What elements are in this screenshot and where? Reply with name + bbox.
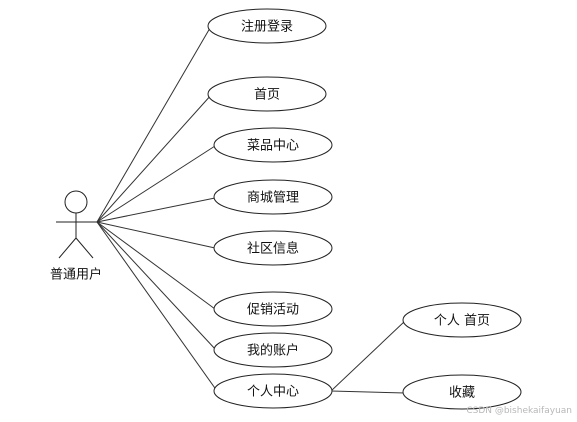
actor-associations: [96, 27, 218, 392]
assoc-promotions: [96, 221, 216, 310]
assoc-my-account: [96, 221, 217, 351]
use-case-ellipse: [213, 373, 333, 409]
use-case-label: 首页: [254, 88, 280, 103]
use-case-personal-home[interactable]: 个人 首页: [402, 302, 522, 338]
assoc-favorites: [330, 390, 406, 394]
use-case-label: 收藏: [449, 386, 475, 401]
use-case-label: 促销活动: [247, 303, 299, 318]
assoc-home: [96, 93, 213, 223]
use-case-label: 社区信息: [247, 241, 299, 257]
use-case-label: 个人中心: [247, 385, 299, 400]
assoc-community-info: [96, 221, 216, 249]
use-case-label: 我的账户: [247, 343, 299, 359]
use-case-ellipse: [207, 8, 327, 44]
use-case-favorites[interactable]: 收藏: [402, 374, 522, 410]
use-case-ellipse: [213, 230, 333, 266]
use-case-dish-center[interactable]: 菜品中心: [213, 127, 333, 163]
assoc-mall-management: [96, 197, 216, 223]
use-case-ellipse: [207, 76, 327, 112]
use-case-ellipse: [213, 179, 333, 215]
use-case-ellipse: [213, 127, 333, 163]
actor-figure[interactable]: [56, 190, 97, 259]
use-case-label: 个人 首页: [434, 314, 490, 329]
use-case-label: 菜品中心: [247, 139, 299, 154]
actor-left-leg: [58, 237, 77, 259]
use-case-community-info[interactable]: 社区信息: [213, 230, 333, 266]
assoc-personal-center: [96, 221, 218, 392]
assoc-dish-center: [96, 145, 216, 223]
use-case-mall-management[interactable]: 商城管理: [213, 179, 333, 215]
assoc-personal-home: [330, 320, 406, 392]
actor-label: 普通用户: [50, 267, 102, 283]
use-case-register-login[interactable]: 注册登录: [207, 8, 327, 44]
use-case-personal-center[interactable]: 个人中心: [213, 373, 333, 409]
use-case-home[interactable]: 首页: [207, 76, 327, 112]
use-case-label: 注册登录: [241, 20, 293, 35]
actor-right-leg: [75, 237, 94, 259]
extension-associations: [330, 320, 406, 394]
use-case-ellipse: [402, 374, 522, 410]
use-case-ellipse: [213, 332, 333, 368]
actor-head: [64, 190, 88, 214]
use-case-ellipse: [213, 291, 333, 327]
use-case-ellipse: [402, 302, 522, 338]
assoc-register-login: [96, 27, 211, 223]
use-case-promotions[interactable]: 促销活动: [213, 291, 333, 327]
watermark: CSDN @bishekaifayuan: [466, 406, 572, 416]
use-case-label: 商城管理: [247, 191, 299, 206]
use-case-my-account[interactable]: 我的账户: [213, 332, 333, 368]
